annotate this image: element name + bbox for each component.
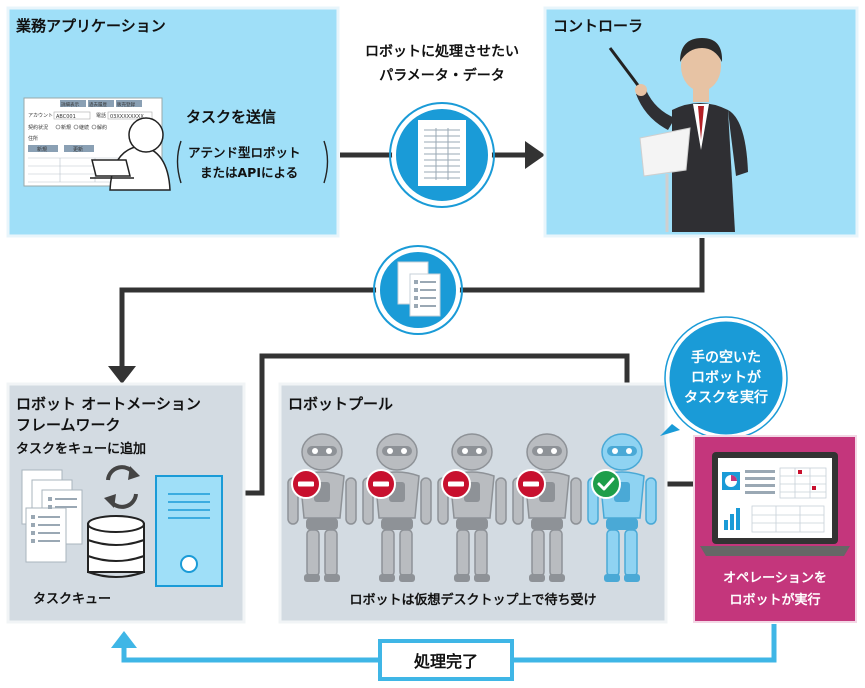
operator-person-icon [90,117,171,191]
business-app-panel: 業務アプリケーション 詳細表示 過去履歴 販売登録 アカウント ABC001 電… [6,6,340,238]
queued-documents-icon [21,469,83,563]
form-option-1: 新規 [61,124,71,131]
form-contract-label: 契約状況 [28,124,48,131]
check-icon [591,469,621,499]
connector-queue-to-robot [228,353,630,496]
form-button-2: 更新 [73,146,83,153]
operation-line1: オペレーションを [723,571,827,586]
robot-busy [437,433,507,582]
form-phone-label: 電話 [96,112,106,119]
database-icon [87,515,145,578]
arrowhead-to-controller [525,141,545,169]
task-card-icon [155,475,223,587]
form-phone-value: 03XXXXXXXX [110,114,144,120]
framework-title-line1: ロボット オートメーション [16,395,201,413]
robot-busy [287,433,357,582]
via-label-line1: アテンド型ロボット [188,145,301,160]
form-tab-2: 過去履歴 [89,101,107,108]
robot-pool-title: ロボットプール [288,395,393,413]
via-label-line2: またはAPIによる [200,165,298,180]
form-button-1: 新規 [37,146,47,153]
form-tab-3: 販売登録 [117,101,135,108]
laptop-icon [700,452,850,556]
parameter-document-icon [389,102,495,208]
form-case-label: 住所 [28,135,38,142]
callout-line1: 手の空いた [691,349,761,366]
busy-icon [516,469,546,499]
arrowhead-completion [111,631,137,648]
callout-bubble: 手の空いた ロボットが タスクを実行 [660,316,788,440]
operation-panel: オペレーションを ロボットが実行 [693,435,857,623]
robot-pool-panel: ロボットプール ロボットは仮想デスクトップ上で待ち受け [278,382,668,624]
robot-row [287,433,657,582]
send-task-label: タスクを送信 [186,108,276,126]
form-account-value: ABC001 [56,114,76,120]
framework-subtitle: タスクをキューに追加 [16,441,146,457]
operation-line2: ロボットが実行 [729,592,820,608]
controller-panel: コントローラ [543,6,859,238]
robot-pool-caption: ロボットは仮想デスクトップ上で待ち受け [349,592,596,608]
task-queue-label: タスクキュー [33,592,111,607]
robot-ready [587,433,657,582]
framework-title-line2: フレームワーク [16,416,121,434]
callout-line2: ロボットが [691,369,762,386]
form-account-label: アカウント [28,112,53,119]
form-option-2: 継続 [79,124,89,131]
form-tab-1: 詳細表示 [61,101,79,108]
bracket-right [323,140,329,184]
busy-icon [291,469,321,499]
data-label-line2: パラメータ・データ [379,67,505,84]
busy-icon [441,469,471,499]
busy-icon [366,469,396,499]
business-app-title: 業務アプリケーション [15,17,166,35]
arrowhead-to-framework [108,366,136,384]
form-option-3: 解約 [97,124,107,131]
robot-busy [512,433,582,582]
completion-label: 処理完了 [414,652,478,671]
controller-title: コントローラ [553,17,643,35]
task-document-icon [373,245,463,335]
data-label-line1: ロボットに処理させたい [365,43,519,60]
robot-busy [362,433,432,582]
completion-label-box: 処理完了 [378,639,514,681]
bracket-left [176,140,182,184]
conductor-person-icon [608,38,748,232]
callout-line3: タスクを実行 [684,389,768,406]
framework-panel: ロボット オートメーション フレームワーク タスクをキューに追加 [6,382,246,624]
